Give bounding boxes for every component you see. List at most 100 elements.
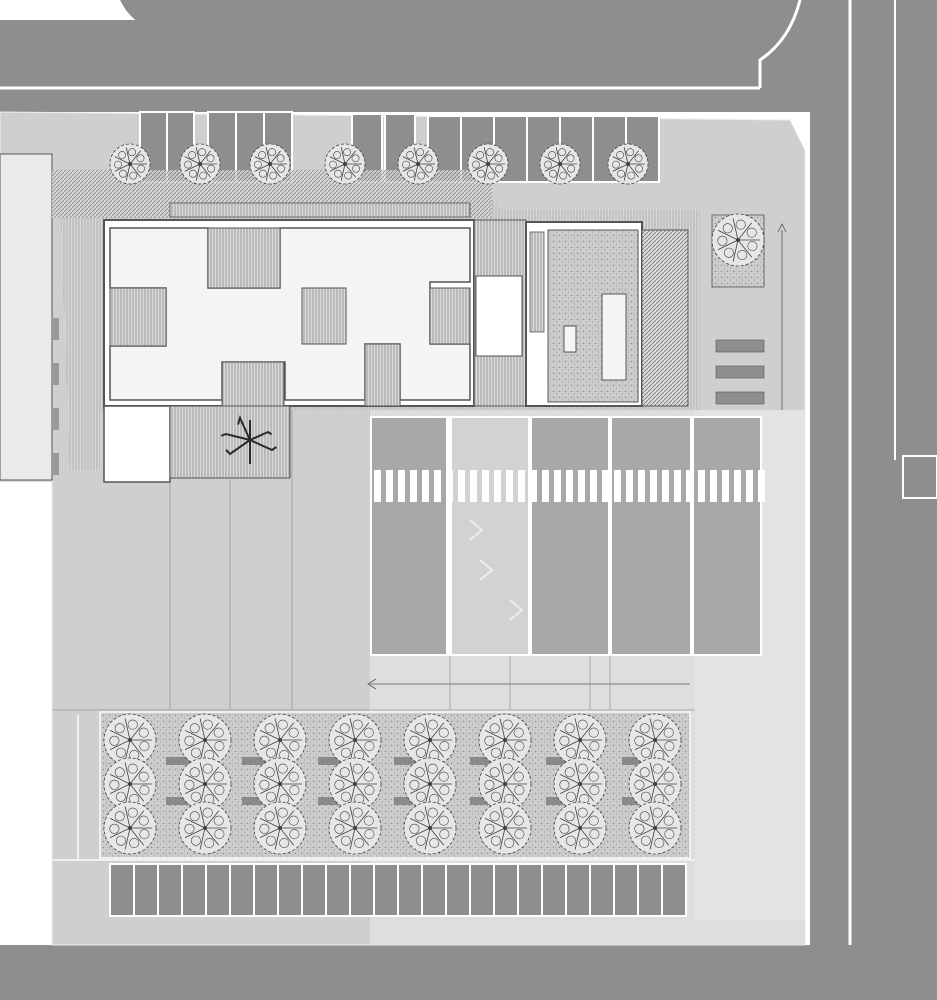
tree-branch (574, 783, 581, 806)
tree-leaf-cluster (747, 241, 758, 252)
tree-branch (184, 156, 201, 165)
tree-leaf-cluster (127, 807, 138, 818)
tree-leaf-cluster (190, 747, 201, 758)
tree-leaf-cluster (136, 154, 145, 163)
tree-leaf-cluster (189, 811, 200, 822)
tree-leaf-cluster (438, 815, 449, 826)
bench-2 (715, 365, 765, 379)
tree-leaf-cluster (549, 169, 557, 178)
sports-court (532, 418, 608, 654)
tree-branch (199, 739, 206, 762)
tree-leaf-cluster (213, 771, 224, 782)
tree-leaf-cluster (514, 741, 525, 752)
tree-branch (429, 827, 445, 846)
court-stripe (374, 470, 381, 502)
tree-branch (424, 827, 431, 850)
tree-branch (349, 718, 356, 741)
tree-branch (199, 163, 211, 178)
tree-leaf-cluster (352, 763, 363, 774)
tree-leaf-cluster (339, 811, 350, 822)
tree-branch (199, 150, 211, 165)
bollard (52, 318, 59, 340)
court-stripe (398, 470, 405, 502)
court-stripe (746, 470, 753, 502)
tree-icon (539, 143, 581, 185)
tree-leaf-cluster (340, 747, 351, 758)
tree-branch (634, 774, 656, 785)
tree-branch (429, 783, 445, 802)
tree-leaf-cluster (565, 747, 576, 758)
parking-stall (493, 863, 519, 917)
tree-leaf-cluster (129, 171, 138, 180)
tree-branch (184, 163, 201, 172)
tree-leaf-cluster (477, 169, 485, 178)
tree-leaf-cluster (640, 835, 651, 846)
tree-branch (574, 762, 581, 785)
tree-leaf-cluster (635, 164, 643, 173)
tree-leaf-cluster (513, 815, 524, 826)
grove-bench (166, 797, 196, 805)
tree-leaf-cluster (589, 829, 600, 840)
court-stripe (482, 470, 489, 502)
parking-stall (517, 863, 543, 917)
tree-branch (265, 163, 271, 181)
tree-leaf-cluster (424, 154, 433, 163)
tree-leaf-cluster (548, 151, 556, 159)
tree-leaf-cluster (109, 779, 120, 790)
court-marking (479, 559, 494, 581)
grove-bench (470, 757, 500, 765)
tree-branch (504, 827, 520, 846)
tree-trunk (128, 782, 132, 786)
tree-branch (559, 739, 581, 750)
tree-leaf-cluster (737, 250, 748, 261)
parking-stall (301, 863, 327, 917)
tree-branch (484, 818, 506, 829)
tree-leaf-cluster (129, 837, 140, 848)
tree-branch (354, 810, 370, 829)
tree-branch (499, 806, 506, 829)
tree-branch (627, 163, 639, 178)
bare-tree-branch (249, 439, 277, 452)
tree-leaf-cluster (513, 771, 524, 782)
courtyard (429, 287, 471, 345)
court-stripe (530, 470, 537, 502)
tree-leaf-cluster (202, 763, 213, 774)
tree-leaf-cluster (415, 791, 426, 802)
bare-tree-branch (225, 439, 251, 456)
tree-branch (129, 150, 141, 165)
tree-leaf-cluster (626, 148, 634, 157)
tree-icon (711, 213, 765, 267)
tree-branch (184, 774, 206, 785)
tree-branch (612, 163, 629, 172)
tree-branch (732, 239, 739, 262)
tree-leaf-cluster (663, 771, 674, 782)
grove-bench (546, 757, 576, 765)
tree-branch (199, 827, 206, 850)
tree-leaf-cluster (722, 223, 733, 234)
tree-leaf-cluster (276, 154, 285, 163)
tree-leaf-cluster (118, 151, 126, 159)
tree-leaf-cluster (213, 815, 224, 826)
tree-leaf-cluster (588, 771, 599, 782)
tree-branch (269, 163, 281, 178)
tree-branch (483, 147, 489, 165)
tree-leaf-cluster (640, 791, 651, 802)
parking-stall (373, 863, 399, 917)
tree-branch (254, 156, 271, 165)
tree-branch (499, 718, 506, 741)
tree-leaf-cluster (407, 169, 415, 178)
tree-branch (649, 739, 656, 762)
tree-leaf-cluster (429, 837, 440, 848)
east-road (810, 0, 937, 1000)
tree-branch (349, 806, 356, 829)
tree-leaf-cluster (566, 154, 575, 163)
tree-leaf-cluster (652, 763, 663, 774)
parking-stall (325, 863, 351, 917)
tree-icon (553, 757, 607, 811)
tree-branch (559, 730, 581, 741)
tree-branch (354, 827, 370, 846)
tree-branch (654, 827, 670, 846)
entrance-steps (169, 202, 471, 218)
tree-trunk (503, 782, 507, 786)
tree-leaf-cluster (184, 823, 195, 834)
